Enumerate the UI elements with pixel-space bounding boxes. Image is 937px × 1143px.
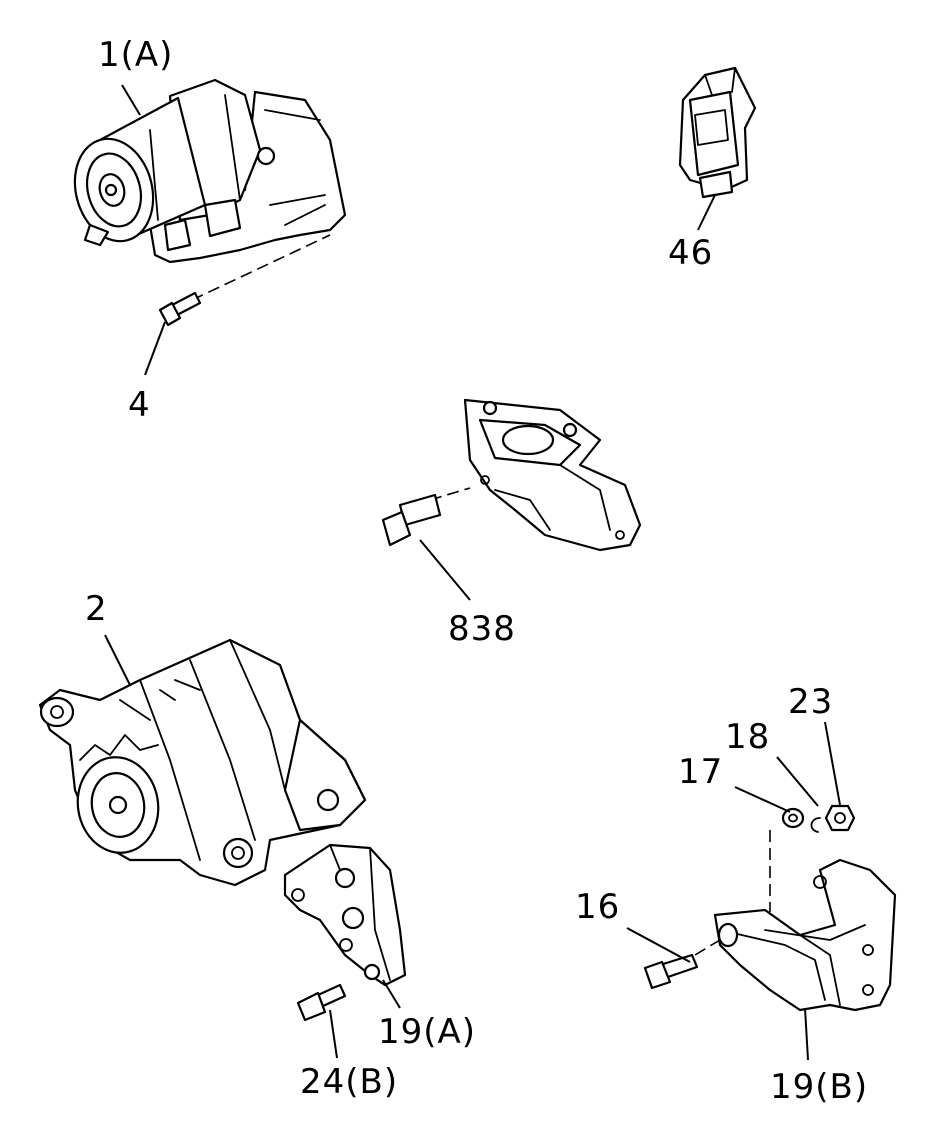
label-starter-bolt: 4 <box>128 385 151 425</box>
relay <box>678 66 757 199</box>
label-bracket-a: 19(A) <box>378 1012 477 1052</box>
label-starter: 1(A) <box>98 35 174 75</box>
washer-hardware <box>769 804 856 912</box>
alternator-bolt <box>296 983 347 1022</box>
sensor-bracket <box>463 398 642 552</box>
temperature-sensor <box>381 487 471 547</box>
label-lock-washer: 18 <box>725 717 771 757</box>
label-bracket-bolt: 16 <box>575 887 621 927</box>
starter-bolt <box>158 234 331 327</box>
label-sensor: 838 <box>448 609 516 649</box>
bracket-b <box>713 858 897 1012</box>
label-nut: 23 <box>788 682 834 722</box>
bracket-bolt <box>643 939 721 990</box>
label-alternator-bolt: 24(B) <box>300 1062 399 1102</box>
bracket-a <box>283 843 407 987</box>
starter-motor <box>73 78 347 264</box>
leader-lines <box>104 84 841 1061</box>
label-washer: 17 <box>678 752 724 792</box>
label-relay: 46 <box>668 233 714 273</box>
label-alternator: 2 <box>85 589 108 629</box>
label-bracket-b: 19(B) <box>770 1067 869 1107</box>
alternator <box>38 638 367 887</box>
